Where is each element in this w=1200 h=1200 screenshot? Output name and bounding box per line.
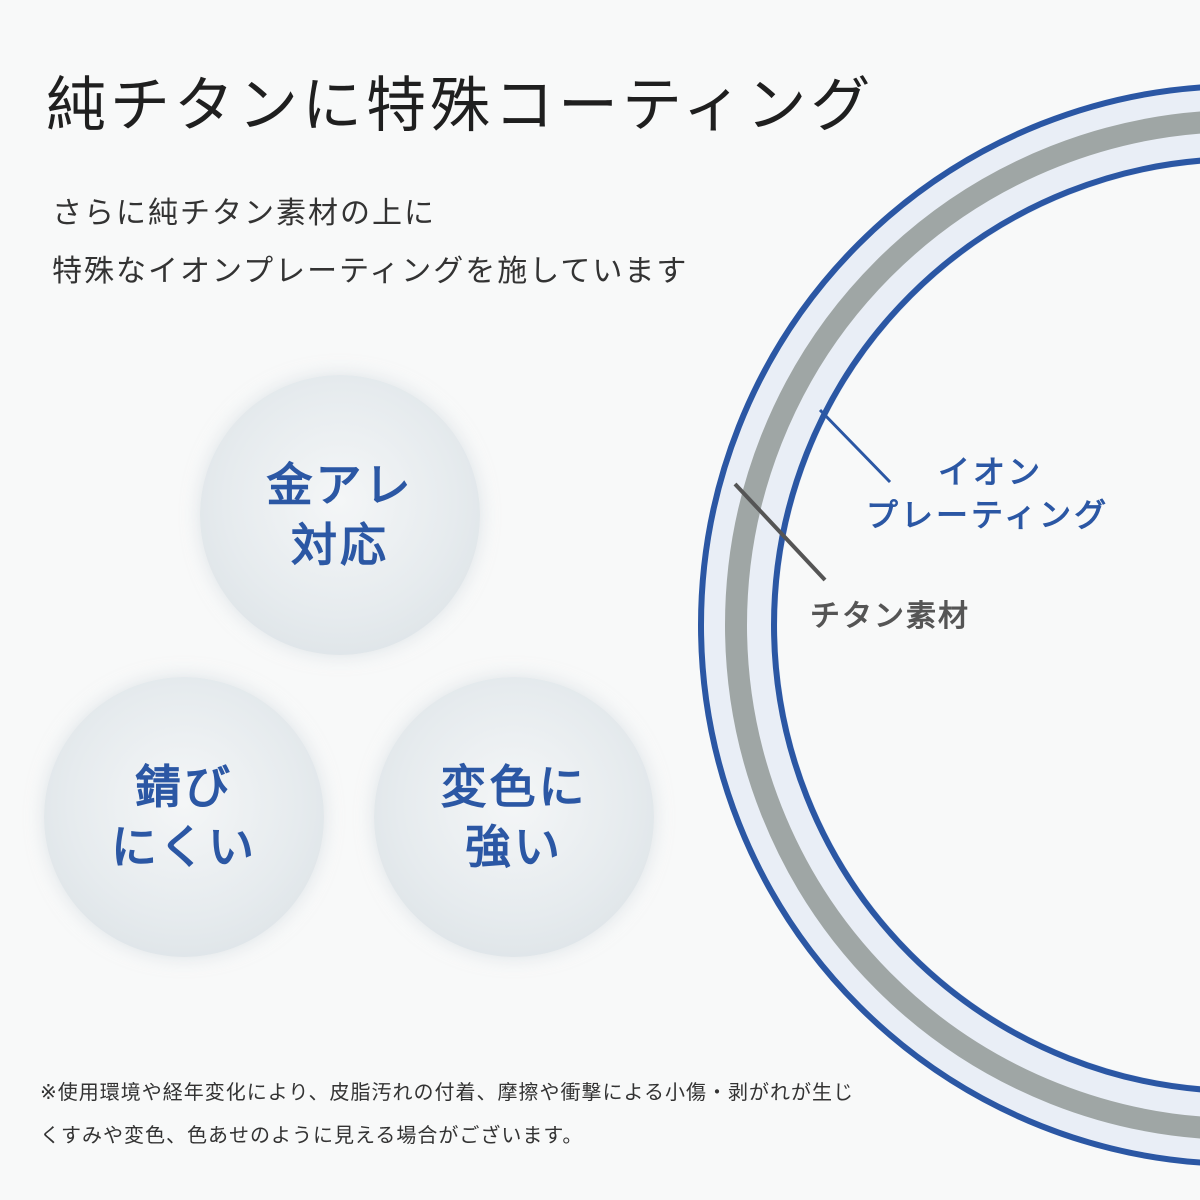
feature-bubble-text: 対応 <box>291 518 389 572</box>
ring-band-fill <box>702 89 1200 1161</box>
feature-bubble-discoloration: 変色に 強い <box>374 677 654 957</box>
footnote-line-2: くすみや変色、色あせのように見える場合がございます。 <box>40 1123 584 1147</box>
titanium-core-layer <box>725 111 1200 1139</box>
subtitle-line-2: 特殊なイオンプレーティングを施しています <box>52 254 689 289</box>
footnote-line-1: ※使用環境や経年変化により、皮脂汚れの付着、摩擦や衝撃による小傷・剥がれが生じ <box>40 1080 854 1104</box>
titanium-label: チタン素材 <box>810 599 970 634</box>
feature-bubble-text: 強い <box>465 820 563 874</box>
ion-plating-leader-line <box>818 408 892 484</box>
titanium-leader-line <box>733 482 827 582</box>
ion-plating-label-line-2: プレーティング <box>866 496 1110 534</box>
feature-bubble-text: 金アレ <box>266 458 414 512</box>
feature-bubble-text: 錆び <box>135 760 233 814</box>
ring-inner-outline <box>771 157 1200 1093</box>
page-title: 純チタンに特殊コーティング <box>46 71 875 141</box>
ring-outer-outline <box>698 84 1200 1166</box>
feature-bubble-allergy: 金アレ 対応 <box>200 375 480 655</box>
feature-bubble-rust: 錆び にくい <box>44 677 324 957</box>
feature-bubble-text: にくい <box>110 820 258 874</box>
ion-plating-label-line-1: イオン <box>938 453 1044 491</box>
subtitle-line-1: さらに純チタン素材の上に <box>52 196 436 231</box>
feature-bubble-text: 変色に <box>440 760 588 814</box>
